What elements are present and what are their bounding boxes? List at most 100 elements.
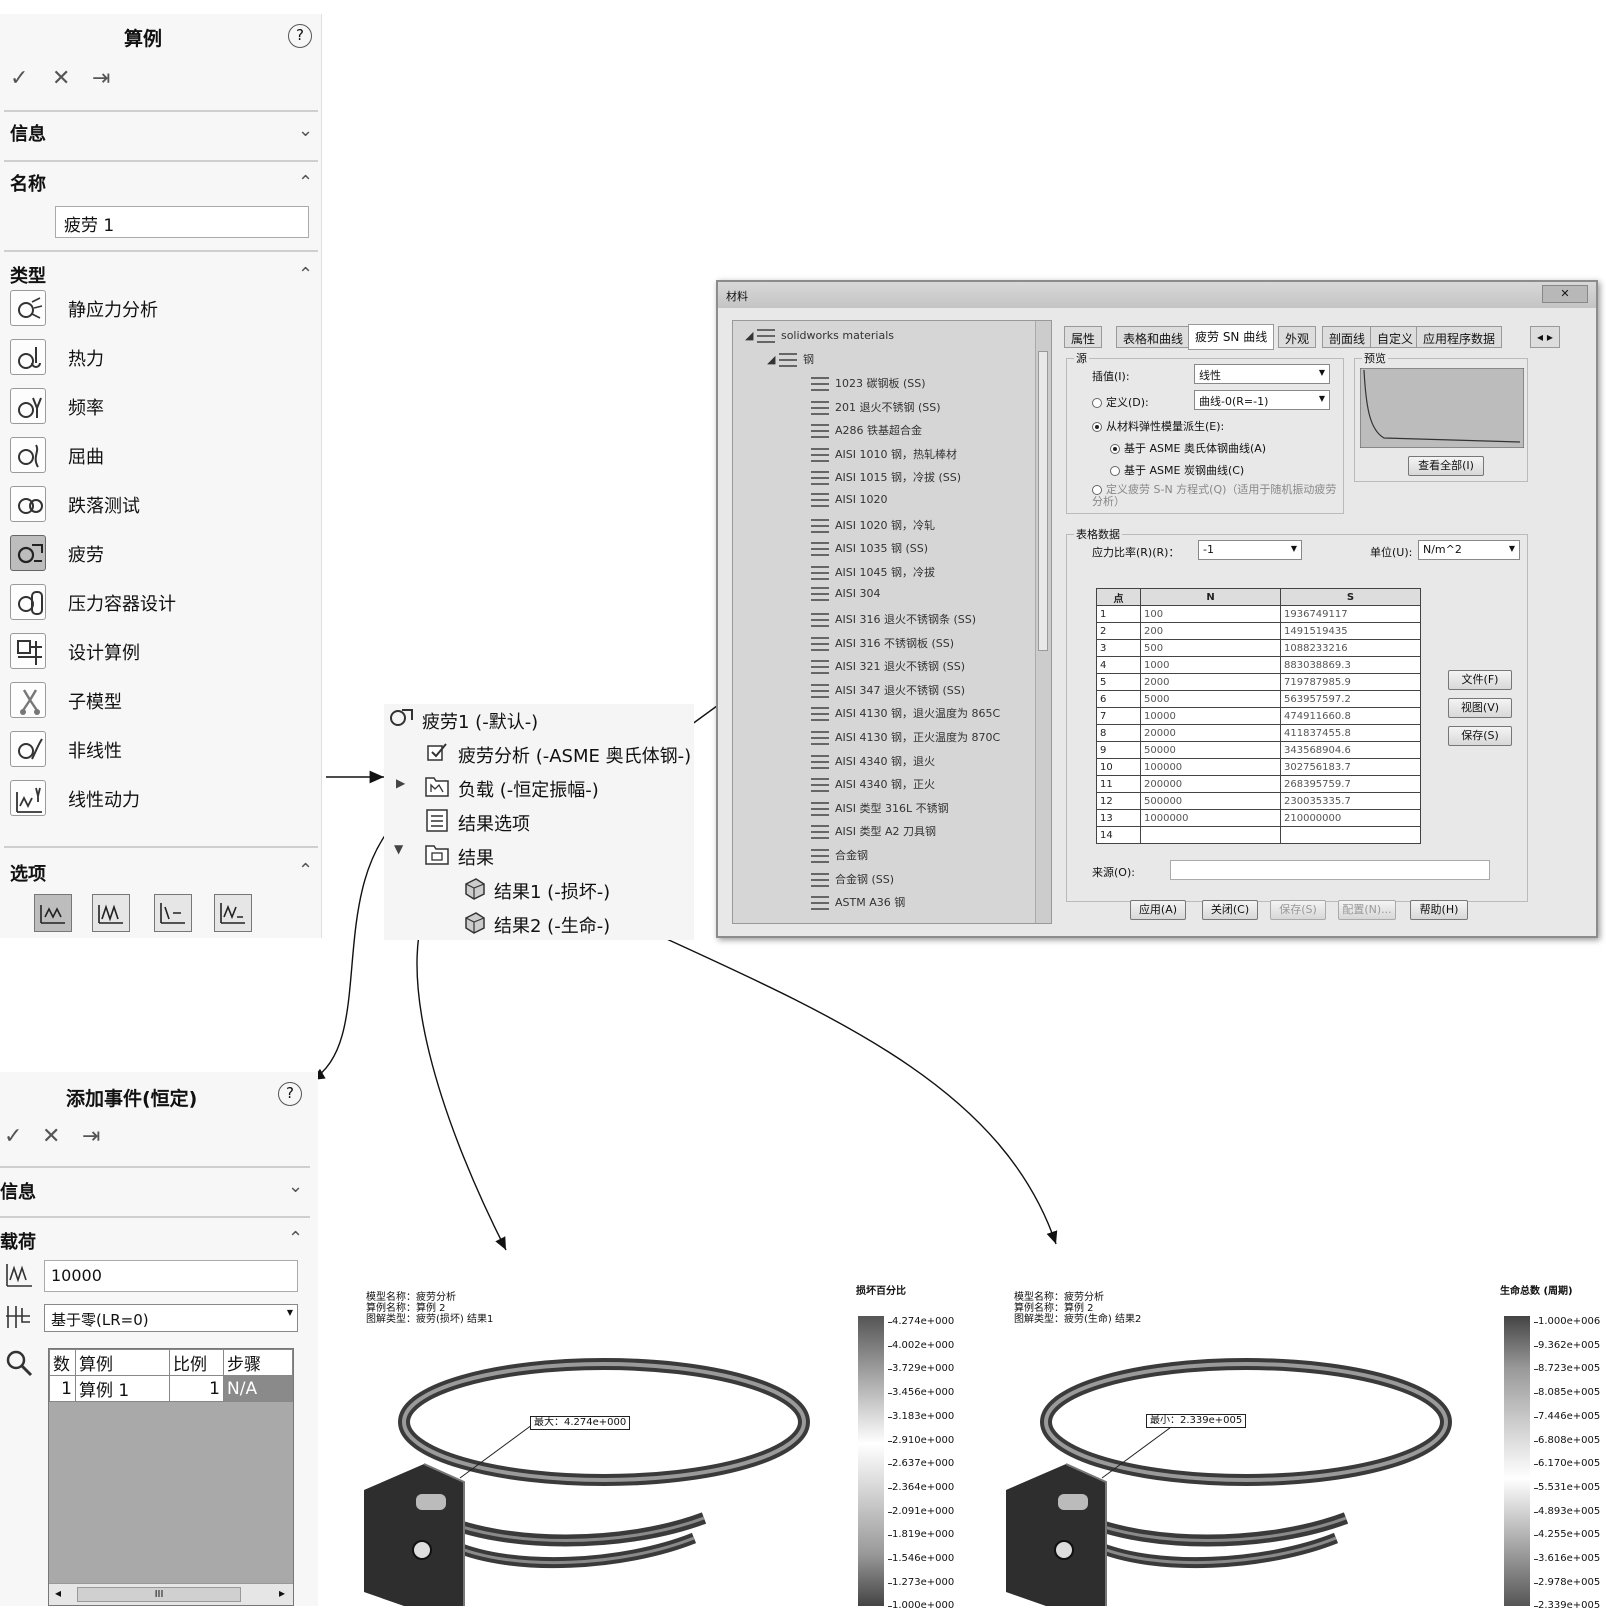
- ok-icon[interactable]: ✓: [4, 1124, 23, 1149]
- table-cell[interactable]: 100: [1140, 605, 1281, 623]
- tab-0[interactable]: 属性: [1064, 326, 1103, 348]
- study-type-pressure-vessel[interactable]: 压力容器设计: [8, 584, 308, 624]
- option-icon-4[interactable]: [214, 894, 252, 932]
- material-item[interactable]: 合金钢: [811, 847, 868, 863]
- study-type-fatigue[interactable]: 疲劳: [8, 535, 308, 575]
- equation-radio[interactable]: 定义疲劳 S-N 方程式(Q)（适用于随机振动疲劳分析）: [1092, 483, 1337, 508]
- table-cell[interactable]: 10000: [1140, 707, 1281, 725]
- material-item[interactable]: ASTM A36 钢: [811, 894, 905, 911]
- table-cell[interactable]: 474911660.8: [1280, 707, 1421, 725]
- info-section-header[interactable]: 信息: [0, 1182, 36, 1203]
- horizontal-scrollbar[interactable]: ◂ III ▸: [49, 1583, 293, 1605]
- pin-icon[interactable]: ⇥: [92, 66, 111, 91]
- close-dialog-button[interactable]: 关闭(C): [1202, 900, 1258, 920]
- table-cell[interactable]: 1936749117: [1280, 605, 1421, 623]
- loads-section-header[interactable]: 载荷: [0, 1232, 36, 1253]
- tree-results[interactable]: 结果: [458, 848, 494, 869]
- table-cell[interactable]: [1280, 826, 1421, 844]
- table-cell[interactable]: 1: [1096, 605, 1141, 623]
- close-button[interactable]: ✕: [1542, 285, 1588, 303]
- derive-radio[interactable]: 从材料弹性模量派生(E):: [1092, 418, 1224, 434]
- table-cell[interactable]: 500000: [1140, 792, 1281, 810]
- scroll-thumb[interactable]: [1038, 351, 1048, 651]
- grid-cell[interactable]: 算例 1: [75, 1375, 170, 1402]
- tree-result1[interactable]: 结果1 (-损坏-): [494, 882, 611, 903]
- interpolate-select[interactable]: 线性: [1194, 364, 1330, 384]
- table-cell[interactable]: 302756183.7: [1280, 758, 1421, 776]
- tab-4[interactable]: 剖面线: [1322, 326, 1373, 348]
- chevron-down-icon[interactable]: ⌄: [298, 120, 314, 141]
- table-cell[interactable]: 7: [1096, 707, 1141, 725]
- table-cell[interactable]: 1000: [1140, 656, 1281, 674]
- chevron-up-icon[interactable]: ⌃: [288, 1228, 304, 1249]
- material-item[interactable]: AISI 321 退火不锈钢 (SS): [811, 658, 965, 675]
- study-type-static[interactable]: 静应力分析: [8, 290, 308, 330]
- apply-button[interactable]: 应用(A): [1130, 900, 1186, 920]
- pin-icon[interactable]: ⇥: [82, 1124, 101, 1149]
- table-cell[interactable]: 883038869.3: [1280, 656, 1421, 674]
- table-cell[interactable]: 20000: [1140, 724, 1281, 742]
- material-item[interactable]: AISI 1015 钢，冷拔 (SS): [811, 469, 961, 486]
- table-cell[interactable]: 343568904.6: [1280, 741, 1421, 759]
- material-item[interactable]: AISI 1020: [811, 493, 888, 507]
- table-cell[interactable]: 9: [1096, 741, 1141, 759]
- table-cell[interactable]: 200: [1140, 622, 1281, 640]
- material-item[interactable]: AISI 4130 钢，退火温度为 865C: [811, 705, 1000, 722]
- tab-2[interactable]: 疲劳 SN 曲线: [1188, 324, 1275, 350]
- type-section-header[interactable]: 类型: [10, 266, 46, 287]
- material-item[interactable]: AISI 类型 316L 不锈钢: [811, 800, 949, 816]
- material-item[interactable]: AISI 1020 钢，冷轧: [811, 517, 935, 533]
- material-item[interactable]: 201 退火不锈钢 (SS): [811, 399, 941, 415]
- table-cell[interactable]: 2: [1096, 622, 1141, 640]
- asme-carbon-radio[interactable]: 基于 ASME 炭钢曲线(C): [1110, 462, 1244, 478]
- stress-ratio-input[interactable]: -1: [1198, 540, 1302, 560]
- config-button[interactable]: 配置(N)...: [1338, 900, 1396, 920]
- tree-loads[interactable]: 负载 (-恒定振幅-): [458, 780, 599, 801]
- collapse-arrow-icon[interactable]: ▼: [394, 842, 404, 856]
- study-type-thermal[interactable]: 热力: [8, 339, 308, 379]
- help-icon[interactable]: ?: [278, 1082, 302, 1106]
- study-type-nonlinear[interactable]: 非线性: [8, 731, 308, 771]
- view-all-button[interactable]: 查看全部(I): [1408, 456, 1484, 476]
- table-cell[interactable]: 50000: [1140, 741, 1281, 759]
- tree-root-study[interactable]: 疲劳1 (-默认-): [422, 712, 539, 733]
- table-row[interactable]: 1 算例 1 1 N/A: [49, 1375, 293, 1402]
- source-ref-input[interactable]: [1170, 860, 1490, 880]
- table-cell[interactable]: 200000: [1140, 775, 1281, 793]
- table-cell[interactable]: 1088233216: [1280, 639, 1421, 657]
- material-item[interactable]: 1023 碳钢板 (SS): [811, 375, 926, 391]
- table-cell[interactable]: 100000: [1140, 758, 1281, 776]
- table-cell[interactable]: 719787985.9: [1280, 673, 1421, 691]
- options-section-header[interactable]: 选项: [10, 864, 46, 885]
- tree-scrollbar[interactable]: [1035, 321, 1051, 923]
- material-item[interactable]: AISI 304: [811, 587, 881, 602]
- table-cell[interactable]: 500: [1140, 639, 1281, 657]
- material-item[interactable]: AISI 316 不锈钢板 (SS): [811, 635, 954, 651]
- library-root[interactable]: ◢ solidworks materials: [745, 329, 895, 343]
- table-cell[interactable]: 4: [1096, 656, 1141, 674]
- option-icon-1[interactable]: [34, 894, 72, 932]
- ok-icon[interactable]: ✓: [10, 66, 29, 91]
- table-cell[interactable]: 1000000: [1140, 809, 1281, 827]
- option-icon-3[interactable]: [154, 894, 192, 932]
- view-button[interactable]: 视图(V): [1448, 698, 1512, 718]
- help-button[interactable]: 帮助(H): [1410, 900, 1468, 920]
- cancel-icon[interactable]: ✕: [52, 66, 71, 91]
- save-button[interactable]: 保存(S): [1270, 900, 1326, 920]
- material-item[interactable]: AISI 1035 钢 (SS): [811, 540, 928, 557]
- name-section-header[interactable]: 名称: [10, 174, 46, 195]
- curve-select[interactable]: 曲线-0(R=-1): [1194, 390, 1330, 410]
- define-radio[interactable]: 定义(D):: [1092, 394, 1149, 410]
- scroll-right-icon[interactable]: ▸: [278, 1586, 285, 1600]
- table-cell[interactable]: 268395759.7: [1280, 775, 1421, 793]
- material-item[interactable]: AISI 347 退火不锈钢 (SS): [811, 682, 965, 698]
